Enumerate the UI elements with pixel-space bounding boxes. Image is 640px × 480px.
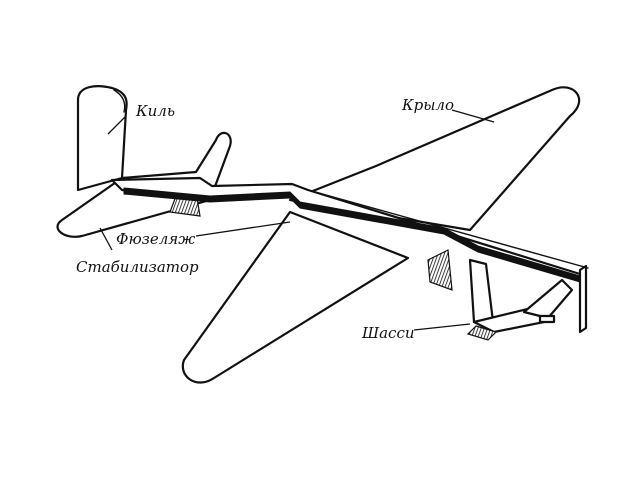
wing-leader [451,109,495,123]
landing-gear-label: Шасси [361,324,415,342]
stabilizer-leader [99,227,113,251]
fuselage [110,176,589,334]
fin [76,85,128,192]
fuselage-label: Фюзеляж [116,230,195,248]
wing-rear-half [181,210,410,384]
fin-leader [107,115,127,135]
fin-label: Киль [135,102,175,120]
wing-label: Крыло [401,96,454,114]
wing-front-half [288,86,581,232]
stabilizer-label: Стабилизатор [76,258,199,276]
landing-gear-leader [413,323,471,331]
landing-gear [466,258,574,341]
fuselage-leader [195,221,291,237]
